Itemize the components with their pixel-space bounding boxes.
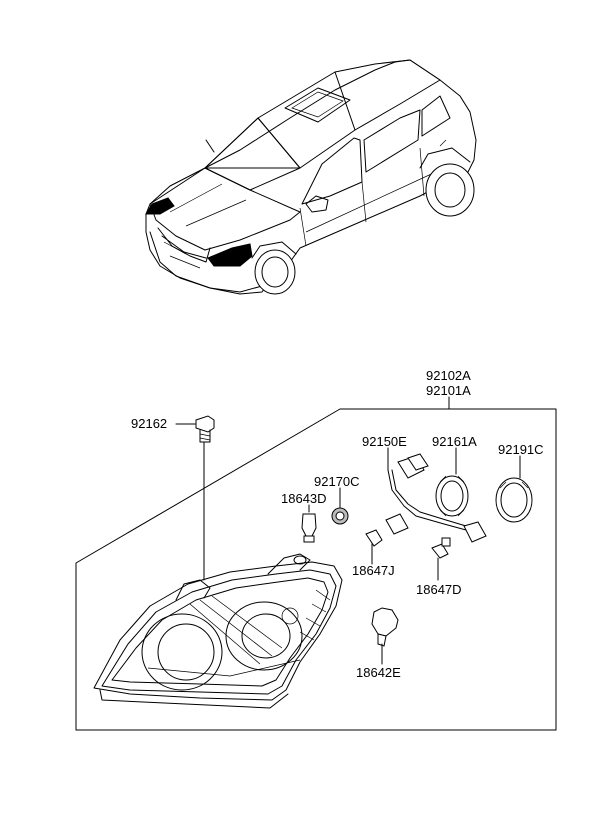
callout-92170c: 92170C bbox=[314, 474, 360, 489]
cap-a-part bbox=[435, 447, 469, 517]
bulb-j-part bbox=[365, 529, 383, 565]
callout-18643d: 18643D bbox=[281, 491, 327, 506]
callout-18647j: 18647J bbox=[352, 563, 395, 578]
callout-18642e: 18642E bbox=[356, 665, 401, 680]
callout-92101a: 92101A bbox=[426, 383, 471, 398]
callout-92161a: 92161A bbox=[432, 434, 477, 449]
wiring-harness-part bbox=[385, 447, 487, 543]
assembly-frame bbox=[75, 408, 557, 731]
callout-92102a: 92102A bbox=[426, 368, 471, 383]
callout-92191c: 92191C bbox=[498, 442, 544, 457]
callout-92150e: 92150E bbox=[362, 434, 407, 449]
vehicle-illustration bbox=[145, 59, 477, 295]
headlamp-housing bbox=[93, 553, 343, 709]
bulb-d-part bbox=[431, 537, 451, 581]
bulb-e-part bbox=[371, 607, 399, 665]
small-bulb-part bbox=[301, 504, 317, 543]
socket-part bbox=[331, 487, 349, 525]
bolt-part bbox=[175, 415, 215, 581]
callout-92162: 92162 bbox=[131, 416, 168, 431]
cap-c-part bbox=[495, 455, 533, 523]
callout-18647d: 18647D bbox=[416, 582, 462, 597]
